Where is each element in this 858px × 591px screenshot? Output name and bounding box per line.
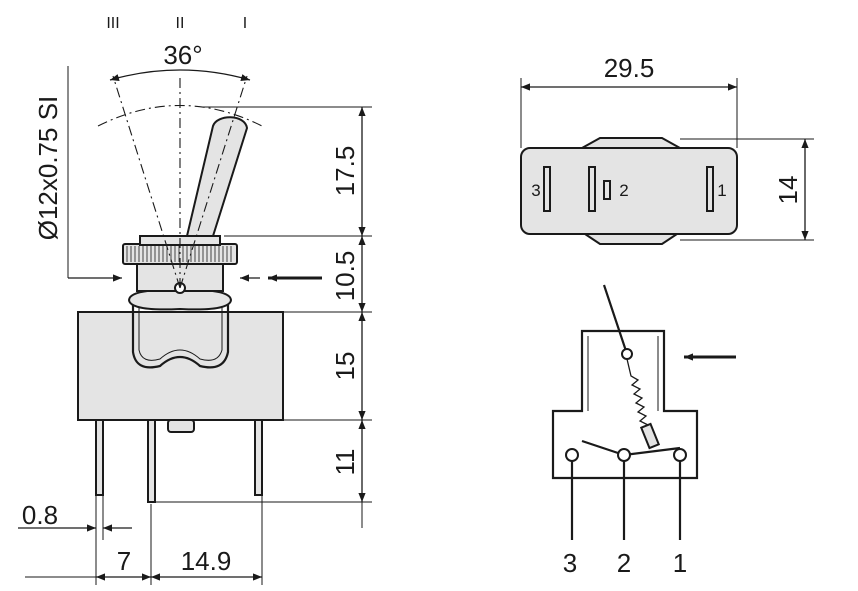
switch-body (77, 311, 284, 421)
schematic-contact-bar (623, 446, 681, 457)
top-terminal-label-3: 3 (531, 181, 540, 200)
schematic-terminal-dot-1 (673, 448, 687, 462)
terminal-pin-3 (95, 419, 104, 496)
top-terminal-slot-2b (603, 180, 611, 200)
top-nut-upper (578, 137, 684, 149)
dim-label-17-5: 17.5 (330, 146, 360, 197)
knurl-pattern (126, 246, 232, 262)
top-body (520, 147, 738, 235)
schematic-plunger (639, 422, 661, 450)
dim-label-15: 15 (330, 352, 360, 381)
travel-arc (97, 104, 263, 127)
schematic-terminal-label-1: 1 (673, 548, 687, 578)
top-terminal-label-2: 2 (619, 181, 628, 200)
dim-label-10-5: 10.5 (330, 251, 360, 302)
position-line-I (179, 75, 248, 289)
position-label-III: III (106, 15, 119, 32)
schematic-terminal-dot-2 (617, 448, 631, 462)
spring-clip (131, 305, 230, 369)
schematic-contact-open (581, 439, 619, 455)
schematic-terminal-label-2: 2 (617, 548, 631, 578)
dim-label-14: 14 (773, 176, 803, 205)
top-terminal-slot-3 (543, 166, 551, 212)
dim-label-11: 11 (330, 449, 360, 476)
schematic-view: 3 2 1 (551, 284, 736, 578)
schematic-terminal-label-3: 3 (563, 548, 577, 578)
bottom-nub (167, 419, 195, 433)
terminal-pin-1 (254, 419, 263, 496)
terminal-pin-2 (147, 419, 156, 503)
lock-nut (127, 289, 233, 311)
schematic-spring (626, 358, 649, 426)
schematic-terminal-dot-3 (565, 448, 579, 462)
top-view: 3 2 1 29.5 14 (520, 53, 814, 245)
top-terminal-slot-2a (588, 166, 596, 212)
angle-label: 36° (163, 40, 202, 70)
schematic-lever (602, 284, 629, 355)
dim-label-7: 7 (117, 546, 131, 576)
dim-label-29-5: 29.5 (604, 53, 655, 83)
side-view: III II I 36° Ø12x0.75 SI 17.5 10.5 15 11… (18, 15, 372, 585)
dim-label-0-8: 0.8 (22, 500, 58, 530)
top-terminal-label-1: 1 (717, 181, 726, 200)
dim-label-14-9: 14.9 (181, 546, 232, 576)
position-label-I: I (243, 15, 247, 32)
top-terminal-slot-1 (706, 166, 714, 212)
schematic-housing (551, 329, 699, 480)
angle-dimension (109, 69, 251, 81)
position-label-II: II (176, 15, 185, 32)
toggle-lever (185, 116, 249, 237)
position-line-III (112, 75, 181, 289)
thread-label: Ø12x0.75 SI (33, 96, 63, 241)
schematic-pivot (621, 348, 633, 360)
